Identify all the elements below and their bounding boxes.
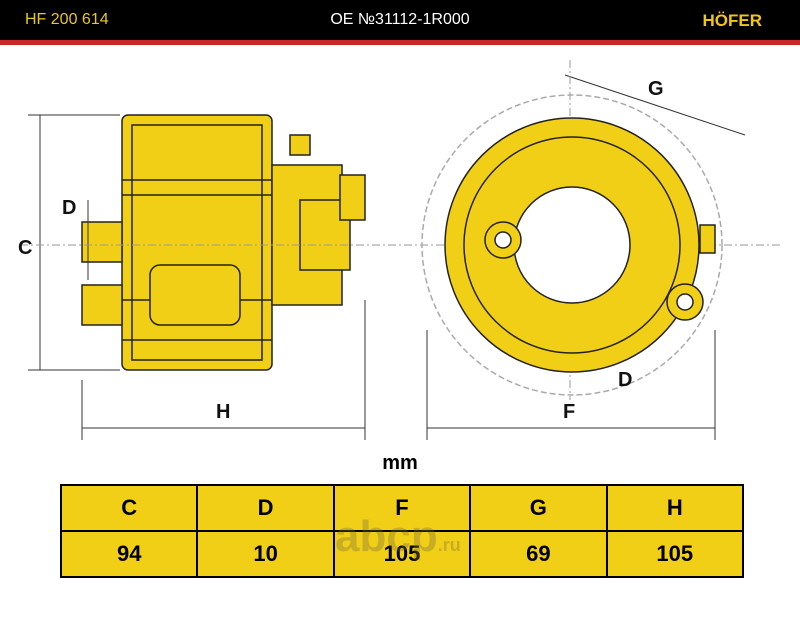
watermark-suffix: .ru bbox=[437, 535, 461, 555]
value-cell: 10 bbox=[196, 530, 335, 578]
oe-number: OE №31112-1R000 bbox=[330, 11, 470, 28]
header-cell: C bbox=[59, 484, 199, 532]
side-view bbox=[81, 114, 366, 371]
technical-drawing: C D H F G D bbox=[18, 60, 780, 440]
header-stripe bbox=[0, 40, 800, 45]
watermark: abcp.ru bbox=[335, 512, 461, 562]
part-number: HF 200 614 bbox=[25, 11, 109, 28]
front-view bbox=[421, 94, 723, 396]
watermark-text: abcp bbox=[335, 512, 438, 561]
value-cell: 105 bbox=[332, 530, 472, 578]
label-f: F bbox=[563, 401, 575, 423]
label-h: H bbox=[216, 401, 230, 423]
label-g: G bbox=[648, 78, 664, 100]
label-d: D bbox=[62, 197, 76, 219]
value-cell: 94 bbox=[59, 530, 199, 578]
header-cell: G bbox=[469, 484, 608, 532]
table-row: 94 10 105 69 105 bbox=[59, 530, 745, 578]
label-c: C bbox=[18, 237, 32, 259]
label-d-front: D bbox=[618, 369, 632, 391]
header-bar: HF 200 614 OE №31112-1R000 HÖFER bbox=[0, 0, 800, 40]
value-cell: 69 bbox=[469, 530, 608, 578]
value-cell: 105 bbox=[605, 530, 745, 578]
table-header-row: C D F G H bbox=[59, 484, 745, 532]
units-label: mm bbox=[382, 452, 418, 474]
brand-logo: HÖFER bbox=[702, 11, 763, 30]
header-cell: D bbox=[196, 484, 335, 532]
header-cell: F bbox=[332, 484, 472, 532]
dimensions-table: C D F G H 94 10 105 69 105 bbox=[59, 484, 745, 578]
header-cell: H bbox=[605, 484, 745, 532]
